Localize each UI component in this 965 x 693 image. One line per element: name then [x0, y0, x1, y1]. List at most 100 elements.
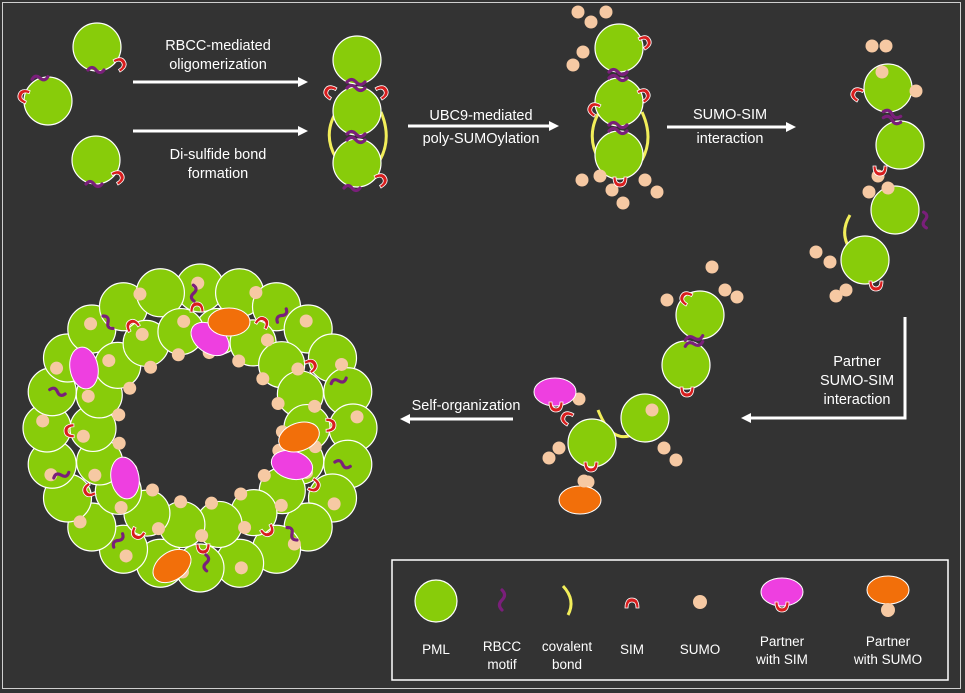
sim-icon	[612, 176, 628, 188]
sumo-dot	[705, 260, 719, 274]
covalent-bond-icon	[640, 111, 650, 161]
rbcc-motif-icon	[345, 129, 367, 139]
partner-sim-icon	[533, 377, 577, 407]
sumo-dot	[123, 381, 137, 395]
sim-crescent	[583, 461, 599, 473]
pml-circle	[332, 35, 382, 85]
sumo-dot	[102, 354, 116, 368]
pml-circle	[71, 135, 121, 185]
rbcc-motif-icon	[48, 386, 67, 397]
sim-crescent	[112, 57, 127, 73]
partner-sumo-icon	[152, 548, 192, 584]
sim-crescent	[868, 280, 884, 292]
sumo-dot	[881, 181, 895, 195]
sumo-dot	[576, 45, 590, 59]
sumo-dot	[274, 498, 288, 512]
rbcc-motif-icon	[333, 459, 352, 470]
sumo-dot	[584, 15, 598, 29]
sumo-dot	[552, 441, 566, 455]
sumo-dot	[605, 183, 619, 197]
rbcc-motif-icon	[52, 470, 71, 480]
sumo-dot	[291, 362, 305, 376]
sumo-dot	[823, 255, 837, 269]
label-partner-2: SUMO-SIM	[820, 373, 894, 389]
sumo-dot	[657, 441, 671, 455]
sim-crescent	[110, 170, 125, 186]
sim-crescent	[82, 481, 97, 498]
sumo-dot	[693, 595, 707, 609]
rbcc-motif-icon	[345, 83, 367, 93]
sim-crescent	[587, 102, 602, 118]
label-sumoylation-1: UBC9-mediated	[429, 108, 532, 124]
pml-circle	[875, 120, 925, 170]
sim-icon	[637, 35, 652, 51]
sumo-dot	[865, 39, 879, 53]
sumo-dot	[566, 58, 580, 72]
pml-circle	[661, 340, 711, 390]
sim-icon	[679, 291, 694, 307]
sim-icon	[303, 358, 318, 375]
sim-crescent	[679, 386, 695, 398]
sumo-dot	[256, 372, 270, 386]
rbcc-motif-icon	[497, 588, 507, 612]
pml-circle	[567, 418, 617, 468]
sim-crescent	[624, 597, 640, 609]
sumo-dot	[730, 290, 744, 304]
rbcc-motif-icon	[275, 307, 289, 324]
sumo-dot	[36, 414, 50, 428]
sim-icon	[17, 89, 31, 105]
sim-icon	[125, 318, 141, 334]
sim-icon	[560, 411, 575, 427]
partner-sumo-icon	[207, 307, 251, 337]
sim-crescent	[774, 601, 790, 613]
sumo-dot	[718, 283, 732, 297]
partner-sim-icon	[110, 456, 140, 500]
sumo-dot	[327, 497, 341, 511]
sumo-dot	[616, 196, 630, 210]
sumo-dot	[669, 453, 683, 467]
sumo-dot	[660, 293, 674, 307]
rbcc-motif-icon	[921, 210, 929, 230]
sim-icon	[872, 165, 888, 177]
legend-label-covalent-1: covalent	[542, 639, 593, 654]
legend-label-sumo: SUMO	[680, 642, 721, 657]
rbcc-motif-icon	[345, 135, 367, 145]
sim-crescent	[612, 176, 628, 188]
sumo-dot	[335, 357, 349, 371]
sumo-dot	[571, 5, 585, 19]
sim-crescent	[63, 423, 75, 439]
sim-crescent	[323, 85, 338, 101]
sumo-dot	[191, 276, 205, 290]
pml-circle	[620, 393, 670, 443]
sumo-dot	[84, 317, 98, 331]
sumo-dot	[234, 487, 248, 501]
sumo-dot	[204, 496, 218, 510]
sim-icon	[373, 173, 388, 189]
label-oligomerization-1: RBCC-mediated	[165, 38, 271, 54]
sim-crescent	[130, 525, 147, 540]
sim-crescent	[679, 291, 694, 307]
rbcc-motif-icon	[189, 283, 198, 303]
sumo-dot	[171, 348, 185, 362]
sim-crescent	[17, 89, 31, 105]
sim-crescent	[850, 87, 865, 103]
rbcc-motif-icon	[84, 179, 104, 189]
sumo-dot	[577, 474, 591, 488]
partner-sim-icon	[69, 346, 99, 390]
label-disulfide-1: Di-sulfide bond	[170, 147, 267, 163]
sumo-dot	[909, 84, 923, 98]
sim-icon	[636, 88, 651, 104]
sim-icon	[583, 461, 599, 473]
sumo-dot	[599, 5, 613, 19]
sumo-dot	[135, 327, 149, 341]
pml-circle	[840, 235, 890, 285]
covalent-bond-icon	[561, 584, 573, 616]
sim-icon	[323, 85, 338, 101]
label-partner-3: interaction	[824, 392, 891, 408]
sumo-dot	[593, 169, 607, 183]
sim-icon	[374, 85, 389, 101]
sumo-dot	[238, 521, 252, 535]
sim-icon	[195, 543, 211, 555]
